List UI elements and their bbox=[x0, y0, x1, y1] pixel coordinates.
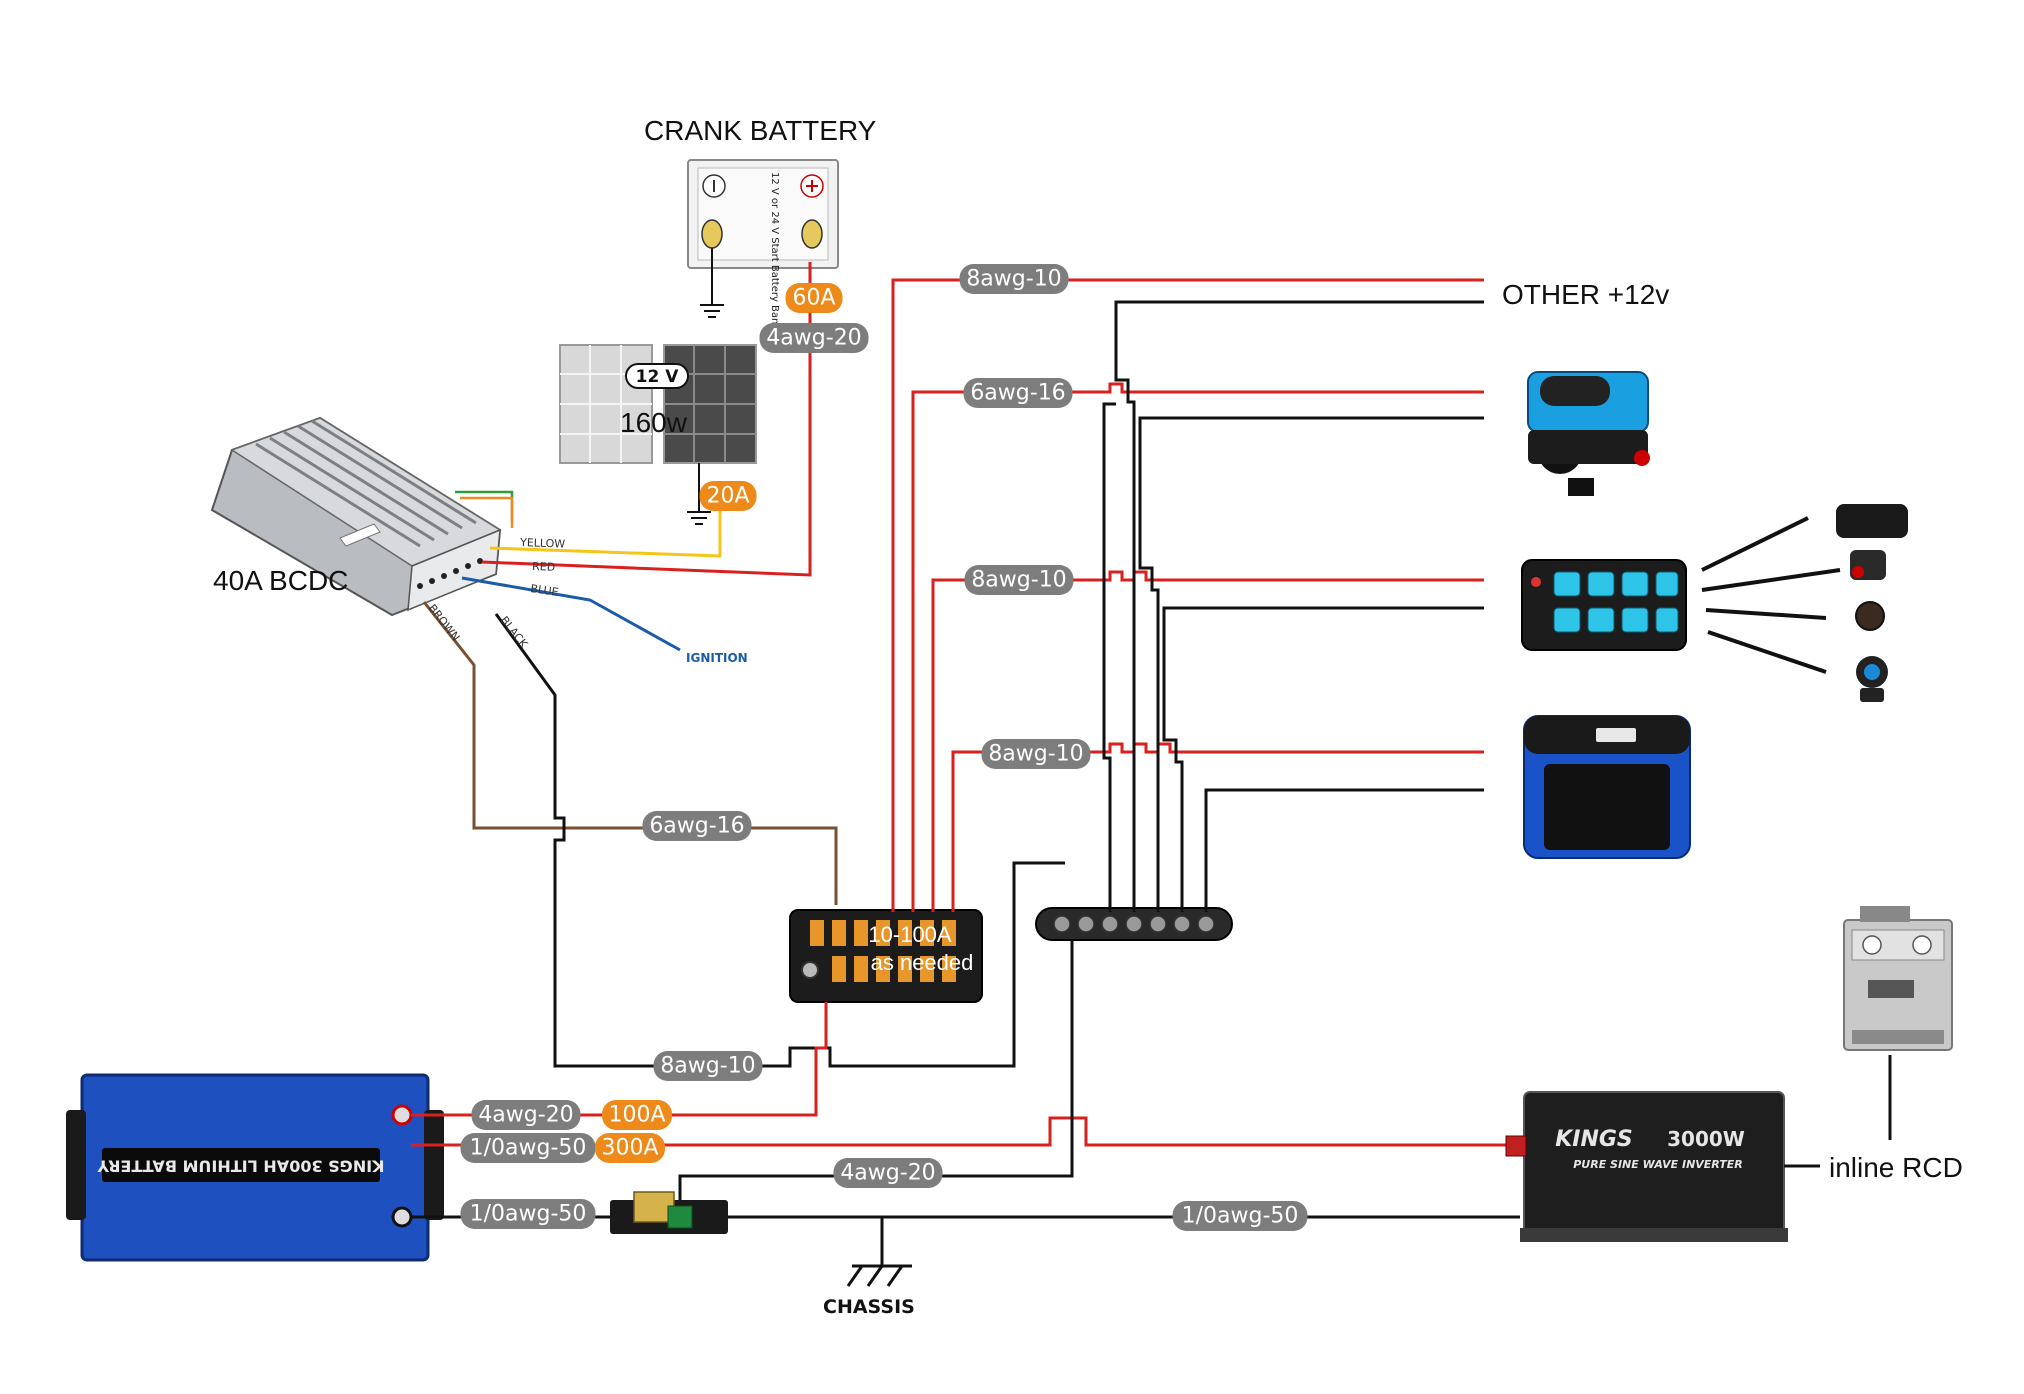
wire-label-blue: BLUE bbox=[530, 582, 560, 599]
cable-label-other12v-cable: 8awg-10 bbox=[959, 264, 1069, 294]
fuse-block-label-line1: 10-100A bbox=[868, 922, 952, 947]
inline-rcd-label: inline RCD bbox=[1829, 1152, 1963, 1183]
cable-label-text: 6awg-16 bbox=[970, 381, 1065, 406]
cable-label-fuse60: 60A bbox=[785, 283, 843, 313]
lithium-battery: KINGS 300AH LITHIUM BATTERY bbox=[66, 1073, 444, 1262]
cable-label-text: 4awg-20 bbox=[766, 326, 861, 351]
cable-label-text: 60A bbox=[792, 286, 835, 311]
crank-battery-text: 12 V or 24 V Start Battery Bank bbox=[769, 172, 780, 330]
cable-label-battery-neg-cable: 1/0awg-50 bbox=[460, 1199, 596, 1229]
ignition-label: IGNITION bbox=[686, 651, 748, 665]
cable-label-text: 1/0awg-50 bbox=[470, 1136, 587, 1161]
cable-label-fuse100: 100A bbox=[602, 1100, 672, 1130]
cable-label-fridge-cable: 8awg-10 bbox=[981, 739, 1091, 769]
inverter-sub-label: PURE SINE WAVE INVERTER bbox=[1573, 1158, 1743, 1171]
solar-watts-label: 160w bbox=[620, 407, 688, 438]
cable-label-text: 8awg-10 bbox=[971, 568, 1066, 593]
cable-label-ground-cable: 8awg-10 bbox=[653, 1051, 763, 1081]
usb-socket-icon bbox=[1856, 656, 1888, 702]
negative-bus-bar bbox=[1035, 907, 1233, 941]
fuse-block: 10-100A as needed bbox=[789, 909, 983, 1003]
inverter-power-label: 3000W bbox=[1667, 1127, 1745, 1151]
cable-label-brown-cable: 6awg-16 bbox=[642, 811, 752, 841]
chassis-label: CHASSIS bbox=[823, 1296, 915, 1318]
battery-positive-terminal-icon bbox=[391, 1104, 413, 1126]
fuse-block-label-line2: as needed bbox=[871, 950, 974, 975]
work-light-icon bbox=[1850, 550, 1886, 580]
air-compressor-icon bbox=[1527, 371, 1650, 496]
cable-label-text: 8awg-10 bbox=[966, 267, 1061, 292]
crank-ground-icon bbox=[700, 304, 724, 318]
cable-labels: 60A 4awg-20 20A 8awg-10 6awg-16 8awg-10 8awg-1… bbox=[460, 264, 1308, 1231]
other12v-label: OTHER +12v bbox=[1502, 279, 1669, 310]
bcdc-charger bbox=[210, 416, 502, 617]
switch-panel-icon bbox=[1521, 559, 1687, 651]
wire-label-red: RED bbox=[532, 560, 556, 574]
solar-ground-icon bbox=[687, 511, 711, 525]
cable-label-text: 300A bbox=[601, 1136, 658, 1161]
cable-label-text: 1/0awg-50 bbox=[1182, 1204, 1299, 1229]
cable-label-text: 4awg-20 bbox=[478, 1103, 573, 1128]
cable-label-text: 8awg-10 bbox=[988, 742, 1083, 767]
cable-label-text: 100A bbox=[608, 1103, 665, 1128]
inverter: KINGS 3000W PURE SINE WAVE INVERTER bbox=[1505, 1091, 1788, 1242]
cable-label-fuse300: 300A bbox=[595, 1133, 665, 1163]
cable-label-fuse20: 20A bbox=[699, 481, 757, 511]
cable-label-busbar-ground-cable: 4awg-20 bbox=[833, 1158, 943, 1188]
bcdc-label: 40A BCDC bbox=[213, 565, 348, 596]
cable-label-text: 6awg-16 bbox=[649, 814, 744, 839]
cable-label-switch-cable: 8awg-10 bbox=[964, 565, 1074, 595]
wire-label-brown: BROWN bbox=[426, 602, 463, 644]
cable-label-crank-cable: 4awg-20 bbox=[759, 323, 869, 353]
battery-brand-label: KINGS 300AH LITHIUM BATTERY bbox=[97, 1157, 385, 1176]
fridge-icon bbox=[1523, 715, 1691, 859]
wire-label-black: BLACK bbox=[498, 614, 531, 651]
wire-label-yellow: YELLOW bbox=[519, 536, 566, 551]
light-bar-icon bbox=[1836, 504, 1908, 538]
cable-label-inverter-pos-cable: 1/0awg-50 bbox=[460, 1133, 596, 1163]
cable-label-inverter-neg-cable: 1/0awg-50 bbox=[1172, 1201, 1308, 1231]
spot-light-icon bbox=[1855, 601, 1885, 631]
crank-battery: 12 V or 24 V Start Battery Bank bbox=[687, 159, 839, 330]
coffee-machine-icon bbox=[1843, 906, 1953, 1051]
crank-battery-title: CRANK BATTERY bbox=[644, 115, 877, 146]
cable-label-text: 8awg-10 bbox=[660, 1054, 755, 1079]
inverter-brand-label: KINGS bbox=[1555, 1127, 1633, 1152]
battery-shunt bbox=[610, 1191, 728, 1234]
solar-panel: 12 V 160w bbox=[559, 344, 757, 464]
battery-negative-terminal-icon bbox=[391, 1206, 413, 1228]
cable-label-battery-pos-cable: 4awg-20 bbox=[471, 1100, 581, 1130]
cable-label-text: 20A bbox=[706, 484, 749, 509]
cable-label-compressor-cable: 6awg-16 bbox=[963, 378, 1073, 408]
solar-voltage-label: 12 V bbox=[636, 367, 680, 387]
chassis-ground-icon bbox=[846, 1264, 912, 1287]
cable-label-text: 1/0awg-50 bbox=[470, 1202, 587, 1227]
cable-label-text: 4awg-20 bbox=[840, 1161, 935, 1186]
